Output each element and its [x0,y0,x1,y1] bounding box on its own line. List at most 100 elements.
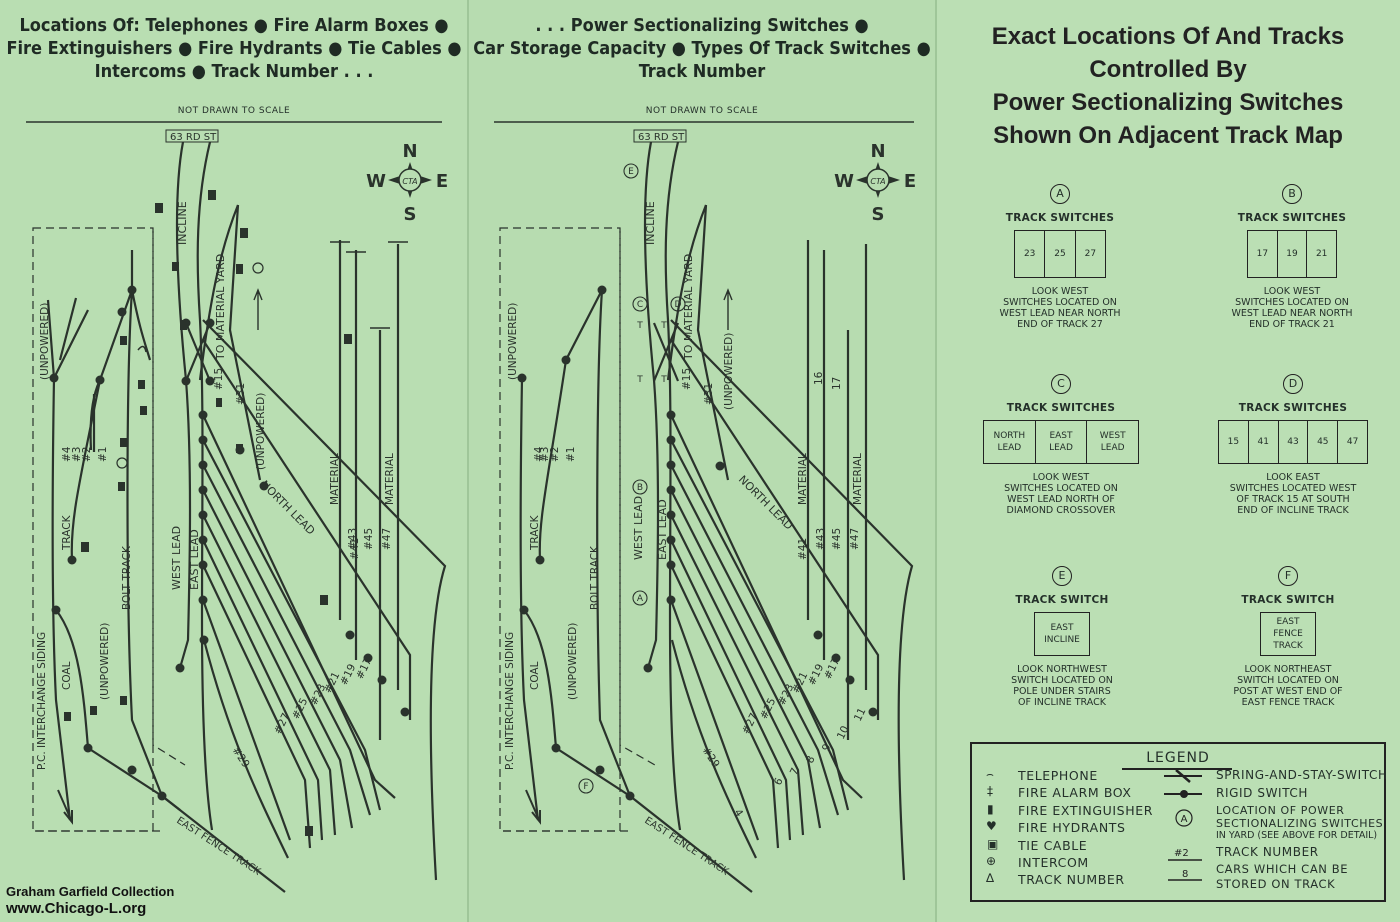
dashed-area [152,231,186,766]
track-number: #4 [61,446,73,462]
info-title: Exact Locations Of And Tracks Controlled… [936,20,1400,152]
box-heading: TRACK SWITCHES [1237,212,1347,224]
west-lead-label: WEST LEAD [632,496,645,560]
title-line: Controlled By [1089,56,1247,83]
switch-box-b: B TRACK SWITCHES 17 19 21 LOOK WEST SWIT… [1222,184,1362,330]
switch-cell: EAST INCLINE [1044,623,1080,645]
note-line: WEST LEAD NORTH OF [1007,494,1115,505]
track-line [202,439,382,811]
north-lead-label: NORTH LEAD [258,478,318,538]
bumper [330,241,408,329]
map-left [26,121,447,893]
track-line [202,339,412,720]
unpowered-label: (UNPOWERED) [507,303,519,380]
switch-cell: EAST LEAD [1036,421,1088,463]
track-line [130,250,152,361]
legend-item: SECTIONALIZING SWITCHES [1216,817,1384,830]
note-line: SWITCH LOCATED ON [1237,675,1339,686]
note-line: WEST LEAD NEAR NORTH [999,308,1121,319]
telephone-icon: ⌢ [986,767,994,781]
legend-item: TRACK NUMBER [1018,872,1125,887]
switch-letter: D [1283,374,1303,394]
legend-item: TIE CABLE [1018,838,1088,853]
note-line: END OF INCLINE TRACK [1237,505,1349,516]
capacity-number: 17 [831,377,843,390]
switch-letter: E [1052,566,1072,586]
switch-cell: 19 [1278,231,1308,277]
bolt-track-label: BOLT TRACK [121,545,133,610]
note-line: SWITCHES LOCATED WEST [1229,483,1357,494]
note-line: LOOK WEST [1031,286,1089,297]
east-fence-label: EAST FENCE TRACK [642,815,730,878]
legend-item: TRACK NUMBER [1216,845,1319,859]
legend-item: LOCATION OF POWER [1216,804,1345,817]
track-line [670,514,805,836]
track-line [46,297,89,379]
note-line: LOOK WEST [1032,472,1090,483]
switch-box-e: E TRACK SWITCH EAST INCLINE LOOK NORTHWE… [1000,566,1124,708]
track-number: #2 [549,447,561,462]
header-line: Intercoms ● Track Number . . . [94,61,374,82]
track-number-icon: ∆ [986,871,995,885]
track-number: #29 [700,745,722,770]
west-lead-label: WEST LEAD [170,526,183,590]
fire-hydrant-icon: ♥ [986,819,997,833]
legend-symbols: A #2 8 [1164,769,1202,881]
legend-item: TELEPHONE [1018,768,1098,783]
track-line [670,319,914,881]
legend-item: SPRING-AND-STAY-SWITCH [1216,768,1388,782]
material-label: MATERIAL [797,453,809,505]
note-line: EAST FENCE TRACK [1241,697,1335,708]
track-line [202,564,312,849]
track-number: #1 [97,447,109,462]
switch-cell: 21 [1315,249,1328,259]
direction-arrow [525,789,541,825]
dashed-area [619,231,656,766]
track-number: #15 [213,368,225,390]
box-heading: TRACK SWITCH [1241,594,1335,606]
note-line: LOOK NORTHEAST [1244,664,1332,675]
note-line: END OF TRACK 21 [1249,319,1335,330]
track-number: #15 [681,368,693,390]
track-number: #1 [565,447,577,462]
material-yard-label: TO MATERIAL YARD [682,254,695,361]
equipment-symbols [64,190,352,836]
switch-cell: 23 [1015,231,1046,277]
panel2-header: . . . Power Sectionalizing Switches ● Ca… [468,14,936,83]
switch-letter: E [628,167,634,177]
material-label: MATERIAL [852,453,864,505]
switch-letter: A [637,594,644,604]
track-line [670,464,840,816]
direction-arrow [723,288,733,330]
compass-east: E [436,171,448,192]
switch-dots [517,285,878,801]
incline-label: INCLINE [176,201,189,245]
track-number: #47 [849,528,861,550]
switch-box-a: A TRACK SWITCHES 23 25 27 LOOK WEST SWIT… [990,184,1130,330]
note-line: END OF TRACK 27 [1017,319,1103,330]
capacity-number: 16 [813,371,825,385]
unpowered-label: (UNPOWERED) [723,333,735,410]
note-line: SWITCHES LOCATED ON [1004,483,1118,494]
material-label: MATERIAL [329,453,341,505]
legend-item: IN YARD (SEE ABOVE FOR DETAIL) [1216,830,1378,841]
track-line [666,204,708,381]
track-number: #43 [347,528,359,550]
header-line: Car Storage Capacity ● Types Of Track Sw… [473,38,931,59]
switch-letter: C [637,300,643,310]
compass-west: W [834,171,854,192]
legend-box: LEGEND ⌢ ‡ ▮ ♥ ▣ ⊕ ∆ TELEPHONE FIRE ALAR… [970,742,1388,902]
compass-logo: CTA [402,177,417,186]
street-label: 63 RD ST [638,132,685,143]
switch-cell: 41 [1249,421,1279,463]
track-line [670,564,780,849]
switch-cell: 15 [1219,421,1249,463]
track-number: #31 [235,383,247,405]
track-number: #29 [230,745,252,770]
tie-cable-icon: ▣ [987,837,999,851]
track-line [202,639,289,859]
track-line [198,204,240,381]
track-number: #31 [703,383,715,405]
legend-item: FIRE EXTINGUISHER [1018,803,1153,818]
